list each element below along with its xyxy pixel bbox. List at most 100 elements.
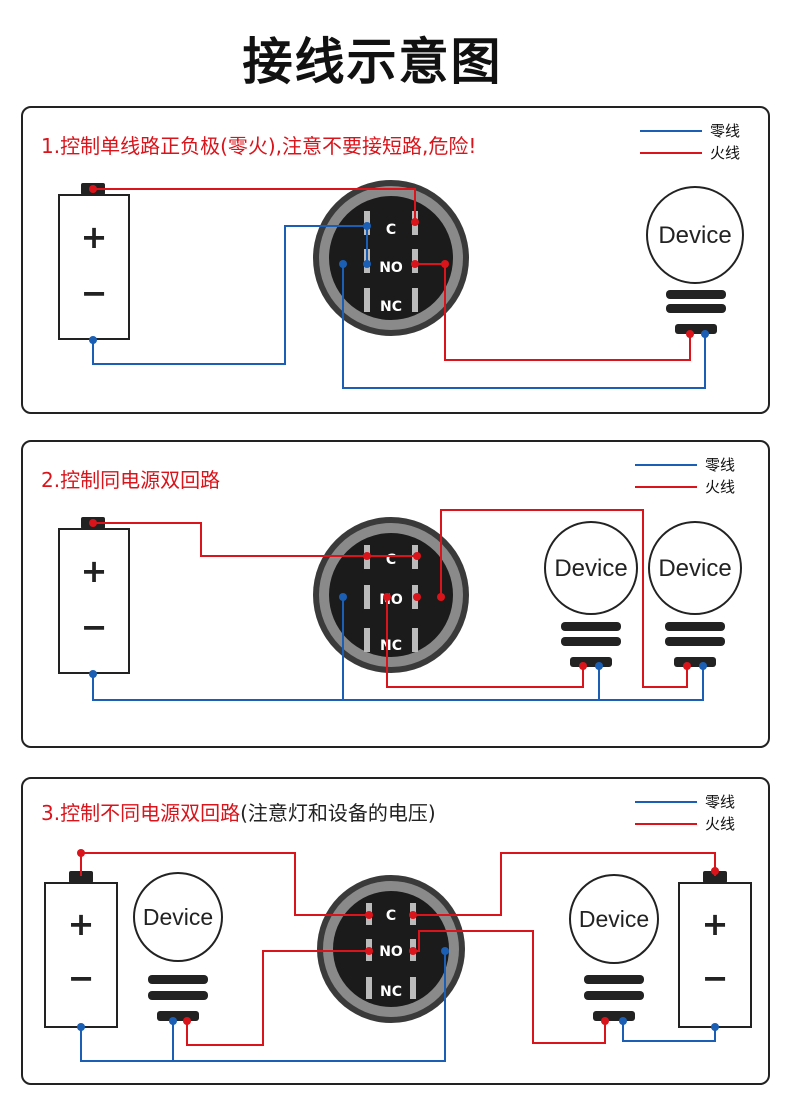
live-node	[77, 849, 85, 857]
switch-face	[329, 533, 453, 657]
device-label: Device	[579, 906, 649, 932]
device-lamp-2: Device	[648, 521, 742, 667]
pin-no-label: NO	[379, 944, 403, 960]
panel-title-text: 2.控制同电源双回路	[41, 468, 221, 492]
legend-live-label: 火线	[705, 815, 736, 833]
device-lamp-right: Device	[569, 874, 659, 1021]
live-wire	[93, 188, 416, 222]
live-line-swatch	[635, 823, 697, 825]
battery-minus-sign: −	[81, 608, 108, 646]
live-node	[89, 519, 97, 527]
neutral-node	[441, 947, 449, 955]
device-bulb	[569, 874, 659, 964]
device-base-ring	[584, 991, 644, 1000]
live-wire	[413, 930, 606, 1044]
device-contact	[570, 657, 612, 667]
live-wire	[415, 263, 691, 361]
device-contact	[157, 1011, 199, 1021]
battery-left: + −	[44, 871, 118, 1028]
battery-terminal	[703, 871, 727, 883]
neutral-line-swatch	[640, 130, 702, 132]
neutral-node	[169, 1017, 177, 1025]
live-node	[579, 662, 587, 670]
live-node	[183, 1017, 191, 1025]
live-node	[413, 552, 421, 560]
panel-title-text: 3.控制不同电源双回路	[41, 801, 241, 825]
live-wire	[93, 522, 417, 557]
live-node	[441, 260, 449, 268]
battery-body	[44, 882, 118, 1028]
pin	[410, 977, 416, 999]
wiring-diagram-1: + − C NO NC Device	[58, 180, 744, 389]
pin	[412, 628, 418, 652]
battery-minus-sign: −	[81, 274, 108, 312]
battery-body	[678, 882, 752, 1028]
neutral-line-swatch	[635, 801, 697, 803]
live-node	[411, 260, 419, 268]
live-node	[413, 593, 421, 601]
panel-title-note: (注意灯和设备的电压)	[240, 801, 436, 825]
device-bulb	[544, 521, 638, 615]
battery-plus-sign: +	[81, 552, 108, 590]
device-base-ring	[148, 975, 208, 984]
neutral-node	[701, 330, 709, 338]
pin	[364, 288, 370, 312]
neutral-node	[89, 336, 97, 344]
device-contact	[675, 324, 717, 334]
panel-title: 3.控制不同电源双回路(注意灯和设备的电压)	[41, 797, 436, 826]
legend-neutral-label: 零线	[705, 793, 736, 811]
device-contact	[593, 1011, 635, 1021]
neutral-wire	[622, 1021, 716, 1042]
neutral-node	[711, 1023, 719, 1031]
device-base-ring	[666, 290, 726, 299]
neutral-line-swatch	[635, 464, 697, 466]
live-node	[363, 552, 371, 560]
device-label: Device	[554, 555, 627, 582]
pin-nc-label: NC	[380, 984, 402, 1000]
page-title: 接线示意图	[242, 33, 503, 91]
neutral-wire	[599, 666, 704, 701]
battery: + −	[58, 517, 130, 674]
pin-no-label: NO	[379, 260, 403, 276]
panel-title-text: 1.控制单线路正负极(零火),注意不要接短路,危险!	[41, 134, 477, 158]
panel-different-source-dual: 3.控制不同电源双回路(注意灯和设备的电压) 零线 火线 + − Device	[21, 777, 770, 1085]
live-wire	[413, 852, 716, 916]
switch-face	[333, 891, 449, 1007]
device-base-ring	[666, 304, 726, 313]
battery-body	[58, 528, 130, 674]
live-node	[89, 185, 97, 193]
device-bulb	[646, 186, 744, 284]
device-label: Device	[658, 222, 731, 249]
battery-plus-sign: +	[68, 905, 95, 943]
pin-c-label: C	[386, 908, 396, 924]
pin-nc-label: NC	[380, 638, 402, 654]
neutral-node	[339, 260, 347, 268]
live-wire	[386, 597, 584, 688]
device-lamp: Device	[646, 186, 744, 334]
neutral-wire	[80, 951, 446, 1062]
live-node	[383, 593, 391, 601]
device-lamp-left: Device	[133, 872, 223, 1021]
battery-plus-sign: +	[702, 905, 729, 943]
live-node	[409, 911, 417, 919]
battery-right: + −	[678, 871, 752, 1028]
pin	[366, 977, 372, 999]
legend-neutral-label: 零线	[705, 456, 736, 474]
pin-c-label: C	[386, 552, 396, 568]
push-button-switch: C NO NC	[313, 517, 469, 673]
battery-plus-sign: +	[81, 218, 108, 256]
legend-neutral-label: 零线	[710, 122, 741, 140]
neutral-node	[699, 662, 707, 670]
device-base-ring	[561, 622, 621, 631]
device-label: Device	[658, 555, 731, 582]
live-line-swatch	[635, 486, 697, 488]
battery-minus-sign: −	[68, 959, 95, 997]
live-node	[437, 593, 445, 601]
pin	[412, 288, 418, 312]
live-node	[686, 330, 694, 338]
device-base-ring	[584, 975, 644, 984]
live-node	[365, 947, 373, 955]
panel-title: 2.控制同电源双回路	[41, 464, 220, 493]
neutral-node	[339, 593, 347, 601]
battery: + −	[58, 183, 130, 340]
